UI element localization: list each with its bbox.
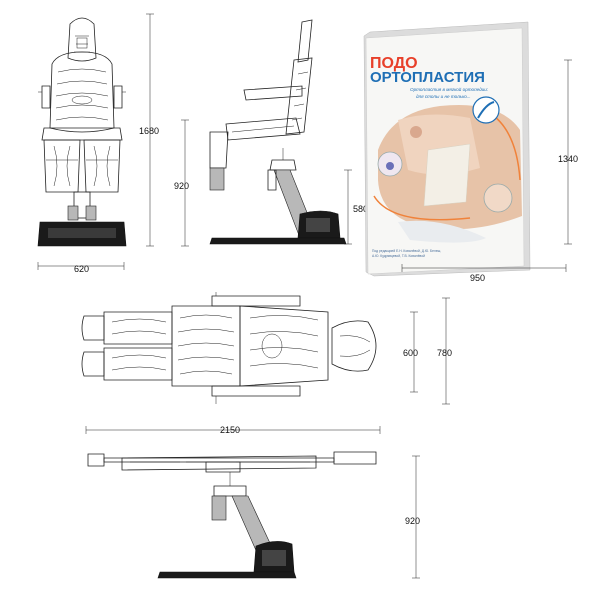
book-width-label: 950 [470,273,485,283]
side-pedestal-dimension: 580 [344,169,368,245]
front-seat-height-label: 920 [174,181,189,191]
book-width-dimension: 950 [401,264,567,283]
book-height-label: 1340 [558,154,578,164]
side-view [209,19,347,245]
front-height-dimension: 1680 [139,13,159,247]
top-length-dimension: 2150 [85,425,381,435]
book-subtitle-line2: для стопы и не только... [416,94,471,99]
book-subtitle-line1: Ортопластия в мягкой ортопедии: [410,86,489,92]
top-armrest-width-dimension: 780 [437,297,452,405]
front-height-label: 1680 [139,126,159,136]
top-width-label: 600 [403,348,418,358]
book-title-line1: ПОДО [370,55,418,72]
front-width-dimension: 620 [37,262,125,274]
front-width-label: 620 [74,264,89,274]
front-view [37,17,127,247]
book-authors-line1: Под редакцией Е.Н. Ковалёвой, Д.Ю. Белеш… [372,249,441,253]
side-pedestal-label: 580 [353,204,368,214]
flat-height-label: 920 [405,516,420,526]
flat-side-view [87,451,377,579]
top-length-label: 2150 [220,425,240,435]
book-title-line2: ОРТОПЛАСТИЯ [370,69,485,86]
front-seat-height-dimension: 920 [174,119,189,247]
book-height-dimension: 1340 [558,59,578,245]
top-view [81,292,377,404]
book-authors-line2: А.Ю. Кудрявцевой, Т.В. Ковалёвой [372,254,425,258]
flat-height-dimension: 920 [405,455,420,579]
top-armrest-width-label: 780 [437,348,452,358]
top-width-dimension: 600 [403,311,418,393]
book-cover: ПОДО ОРТОПЛАСТИЯ Ортопластия в мягкой ор… [363,21,531,277]
